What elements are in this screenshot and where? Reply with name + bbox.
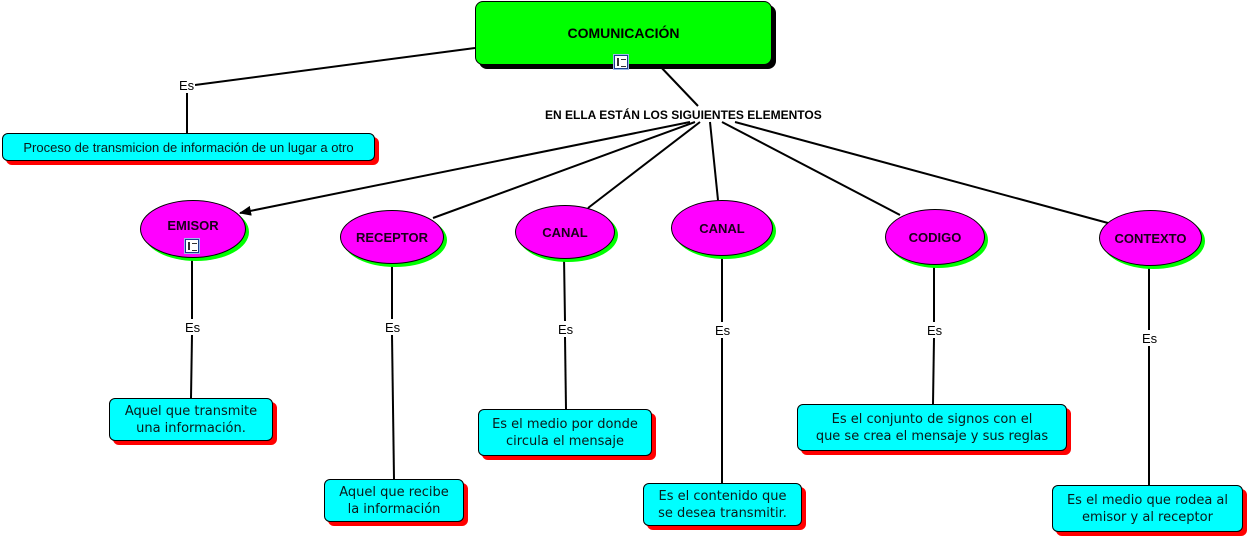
definition-codigo[interactable]: Es el conjunto de signos con el que se c… — [797, 404, 1067, 451]
link-label-es: Es — [926, 323, 944, 338]
link-connector-receptor — [432, 121, 696, 219]
root-concept[interactable]: COMUNICACIÓN — [475, 1, 772, 65]
concept-codigo-label: CODIGO — [908, 229, 962, 245]
concept-canal-1[interactable]: CANAL — [515, 205, 615, 259]
link-canal-1-es — [563, 256, 566, 322]
link-es-codigo-definition — [932, 337, 935, 405]
link-label-es: Es — [384, 320, 402, 335]
definition-receptor-text: Aquel que recibe la información — [339, 484, 449, 517]
definition-contexto-text: Es el medio que rodea al emisor y al rec… — [1066, 492, 1229, 525]
link-label-es: Es — [557, 322, 575, 337]
link-connector-codigo — [721, 121, 901, 216]
link-connector-emisor — [239, 121, 691, 216]
link-connector-canal-1 — [587, 121, 701, 209]
concept-canal-2-label: CANAL — [699, 220, 745, 236]
definition-canal-2[interactable]: Es el contenido que se desea transmitir. — [643, 483, 802, 526]
link-label-es: Es — [1141, 331, 1159, 346]
definition-canal-1[interactable]: Es el medio por donde circula el mensaje — [478, 409, 652, 456]
concept-contexto[interactable]: CONTEXTO — [1099, 210, 1202, 266]
definition-contexto[interactable]: Es el medio que rodea al emisor y al rec… — [1052, 485, 1243, 532]
link-connector-canal-2 — [709, 121, 719, 201]
concept-receptor[interactable]: RECEPTOR — [340, 210, 444, 264]
definition-canal-1-text: Es el medio por donde circula el mensaje — [492, 416, 638, 449]
definition-codigo-text: Es el conjunto de signos con el que se c… — [815, 411, 1049, 444]
root-definition-text: Proceso de transmicion de información de… — [23, 139, 354, 155]
link-label-es: Es — [184, 320, 202, 335]
link-es-emisor-definition — [190, 334, 193, 399]
link-label-es: Es — [178, 78, 196, 93]
definition-receptor[interactable]: Aquel que recibe la información — [324, 479, 464, 522]
link-connector-contexto — [734, 121, 1109, 224]
concept-codigo[interactable]: CODIGO — [885, 209, 985, 265]
definition-emisor[interactable]: Aquel que transmite una información. — [109, 398, 273, 441]
link-es-canal-1-definition — [564, 336, 567, 410]
root-definition-box[interactable]: Proceso de transmicion de información de… — [2, 133, 375, 161]
document-icon[interactable] — [185, 239, 199, 253]
concept-receptor-label: RECEPTOR — [356, 229, 428, 245]
link-root-es — [194, 47, 476, 86]
link-root-connector — [657, 63, 699, 107]
root-concept-label: COMUNICACIÓN — [567, 25, 680, 41]
link-es-receptor-definition — [391, 334, 395, 480]
concept-contexto-label: CONTEXTO — [1114, 230, 1187, 246]
definition-emisor-text: Aquel que transmite una información. — [124, 403, 258, 436]
connector-label: EN ELLA ESTÁN LOS SIGUIENTES ELEMENTOS — [545, 108, 822, 122]
link-label-es: Es — [714, 323, 732, 338]
document-icon[interactable] — [614, 55, 628, 69]
concept-canal-1-label: CANAL — [542, 224, 588, 240]
concept-emisor-label: EMISOR — [167, 217, 219, 233]
concept-canal-2[interactable]: CANAL — [671, 200, 773, 256]
definition-canal-2-text: Es el contenido que se desea transmitir. — [658, 488, 787, 521]
